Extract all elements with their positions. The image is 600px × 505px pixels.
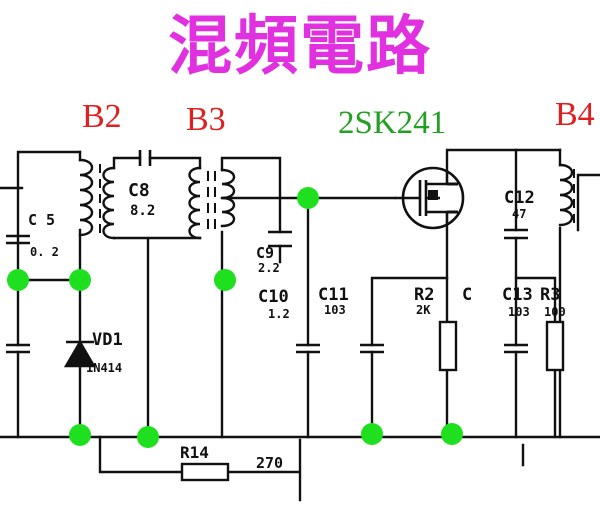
c10-label: C10 — [258, 287, 289, 307]
capacitor-c10 — [296, 343, 320, 354]
junction-node — [137, 426, 159, 448]
resistor-r2 — [438, 320, 458, 372]
junction-node — [7, 269, 29, 291]
jfet-2sk241 — [395, 166, 465, 230]
vd1-label: VD1 — [92, 330, 123, 350]
transformer-b4-label: B4 — [555, 96, 595, 133]
diode-vd1 — [63, 339, 97, 368]
capacitor-c8 — [138, 150, 152, 166]
c8-value: 8.2 — [130, 203, 155, 219]
r14-label: R14 — [180, 443, 209, 462]
c11-label: C11 — [318, 285, 349, 305]
r14-value: 270 — [256, 454, 283, 472]
r3-value: 100 — [544, 305, 566, 319]
resistor-r3 — [545, 320, 565, 372]
c9-value: 2.2 — [258, 261, 280, 275]
junction-node — [441, 423, 463, 445]
transistor-label: 2SK241 — [338, 105, 447, 141]
junction-node — [361, 423, 383, 445]
junction-nodes — [7, 187, 463, 448]
c10-value: 1.2 — [268, 307, 290, 321]
c12-value: 47 — [512, 207, 526, 221]
capacitor-c11 — [360, 343, 384, 354]
c12-label: C12 — [504, 188, 535, 208]
junction-node — [297, 187, 319, 209]
resistor-r14 — [180, 462, 230, 482]
capacitor-c9 — [268, 230, 292, 248]
capacitor-c13 — [504, 343, 528, 354]
r3-label: R3 — [540, 285, 560, 305]
diagram-title: 混頻電路 — [168, 9, 432, 84]
c13-value: 103 — [508, 305, 530, 319]
capacitor-c12 — [504, 228, 528, 240]
junction-node — [214, 269, 236, 291]
r2-label: R2 — [414, 285, 434, 305]
transformer-b3-label: B3 — [186, 101, 226, 138]
r2-c-label: C — [462, 285, 472, 305]
transformer-b2-label: B2 — [82, 98, 122, 135]
c5-value: 0. 2 — [30, 245, 59, 259]
c11-value: 103 — [324, 303, 346, 317]
c8-label: C8 — [128, 180, 150, 201]
c9-label: C9 — [256, 244, 274, 262]
vd1-value: 1N414 — [86, 361, 122, 375]
junction-node — [69, 269, 91, 291]
c13-label: C13 — [502, 285, 533, 305]
r2-value: 2K — [416, 303, 431, 317]
capacitor-c5 — [6, 234, 30, 354]
junction-node — [69, 424, 91, 446]
c5-label: C 5 — [28, 211, 55, 229]
